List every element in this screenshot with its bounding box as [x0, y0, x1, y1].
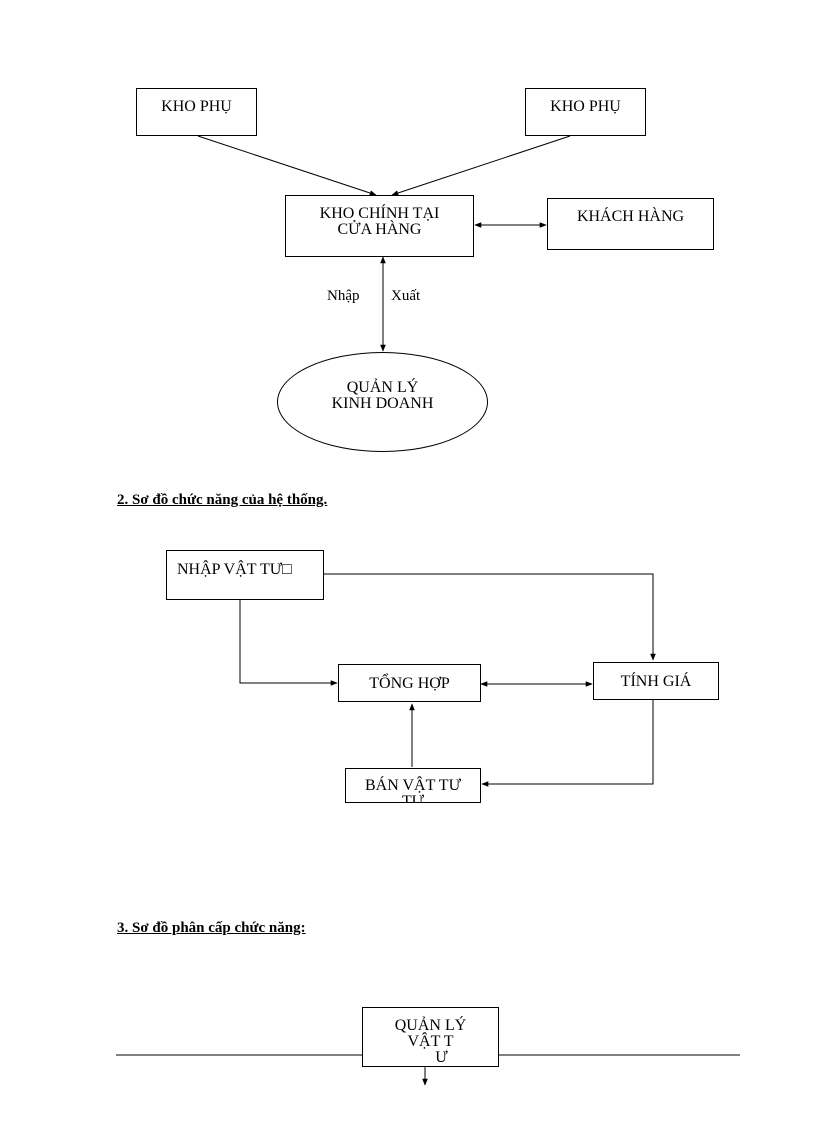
kho-chinh-label-line1: KHO CHÍNH TẠI: [319, 205, 440, 222]
arrow-kho-phu-right-to-kho-chinh: [391, 135, 571, 196]
kho-phu-right-box: KHO PHỤ: [525, 88, 646, 136]
arrow-nhap-to-tinh-gia: [324, 573, 656, 661]
nhap-label: Nhập: [327, 288, 360, 304]
ban-vat-tu-box: BÁN VẬT TƯ TƯ: [345, 768, 481, 803]
quan-ly-label-line1: QUẢN LÝ: [346, 379, 419, 396]
arrow-tinh-gia-to-ban: [481, 700, 654, 787]
nhap-vat-tu-label: NHẬP VẬT TƯ: [177, 561, 283, 578]
xuat-label: Xuất: [391, 288, 421, 304]
tinh-gia-box: TÍNH GIÁ: [593, 662, 719, 700]
quan-ly-vat-tu-overflow-label: Ư: [435, 1049, 448, 1066]
nhap-vat-tu-box: NHẬP VẬT TƯ□: [166, 550, 324, 600]
section-2-heading: 2. Sơ đồ chức năng của hệ thống.: [117, 492, 328, 508]
khach-hang-label: KHÁCH HÀNG: [576, 208, 685, 225]
kho-phu-left-box: KHO PHỤ: [136, 88, 257, 136]
kho-chinh-box: KHO CHÍNH TẠI CỬA HÀNG: [285, 195, 474, 257]
kho-phu-right-label: KHO PHỤ: [550, 98, 621, 115]
ban-vat-tu-label: BÁN VẬT TƯ: [365, 777, 461, 794]
tong-hop-box: TỔNG HỢP: [338, 664, 481, 702]
quan-ly-vat-tu-box: QUẢN LÝ VẬT T Ư: [362, 1007, 499, 1067]
quan-ly-label-line2: KINH DOANH: [331, 395, 434, 412]
khach-hang-box: KHÁCH HÀNG: [547, 198, 714, 250]
tinh-gia-label: TÍNH GIÁ: [620, 673, 692, 690]
quan-ly-vat-tu-label-line1: QUẢN LÝ: [394, 1017, 467, 1034]
quan-ly-vat-tu-label-line2: VẬT T: [407, 1033, 454, 1050]
ban-vat-tu-overflow-label: TƯ: [401, 793, 425, 803]
tong-hop-label: TỔNG HỢP: [369, 675, 450, 692]
arrow-nhap-to-tong-hop: [239, 600, 338, 686]
kho-phu-left-label: KHO PHỤ: [161, 98, 232, 115]
arrow-kho-phu-left-to-kho-chinh: [197, 135, 377, 196]
quan-ly-kinh-doanh-ellipse: QUẢN LÝ KINH DOANH: [277, 352, 488, 452]
missing-glyph-icon: □: [282, 561, 292, 578]
section-3-heading: 3. Sơ đồ phân cấp chức năng:: [117, 920, 306, 936]
kho-chinh-label-line2: CỬA HÀNG: [337, 221, 422, 238]
